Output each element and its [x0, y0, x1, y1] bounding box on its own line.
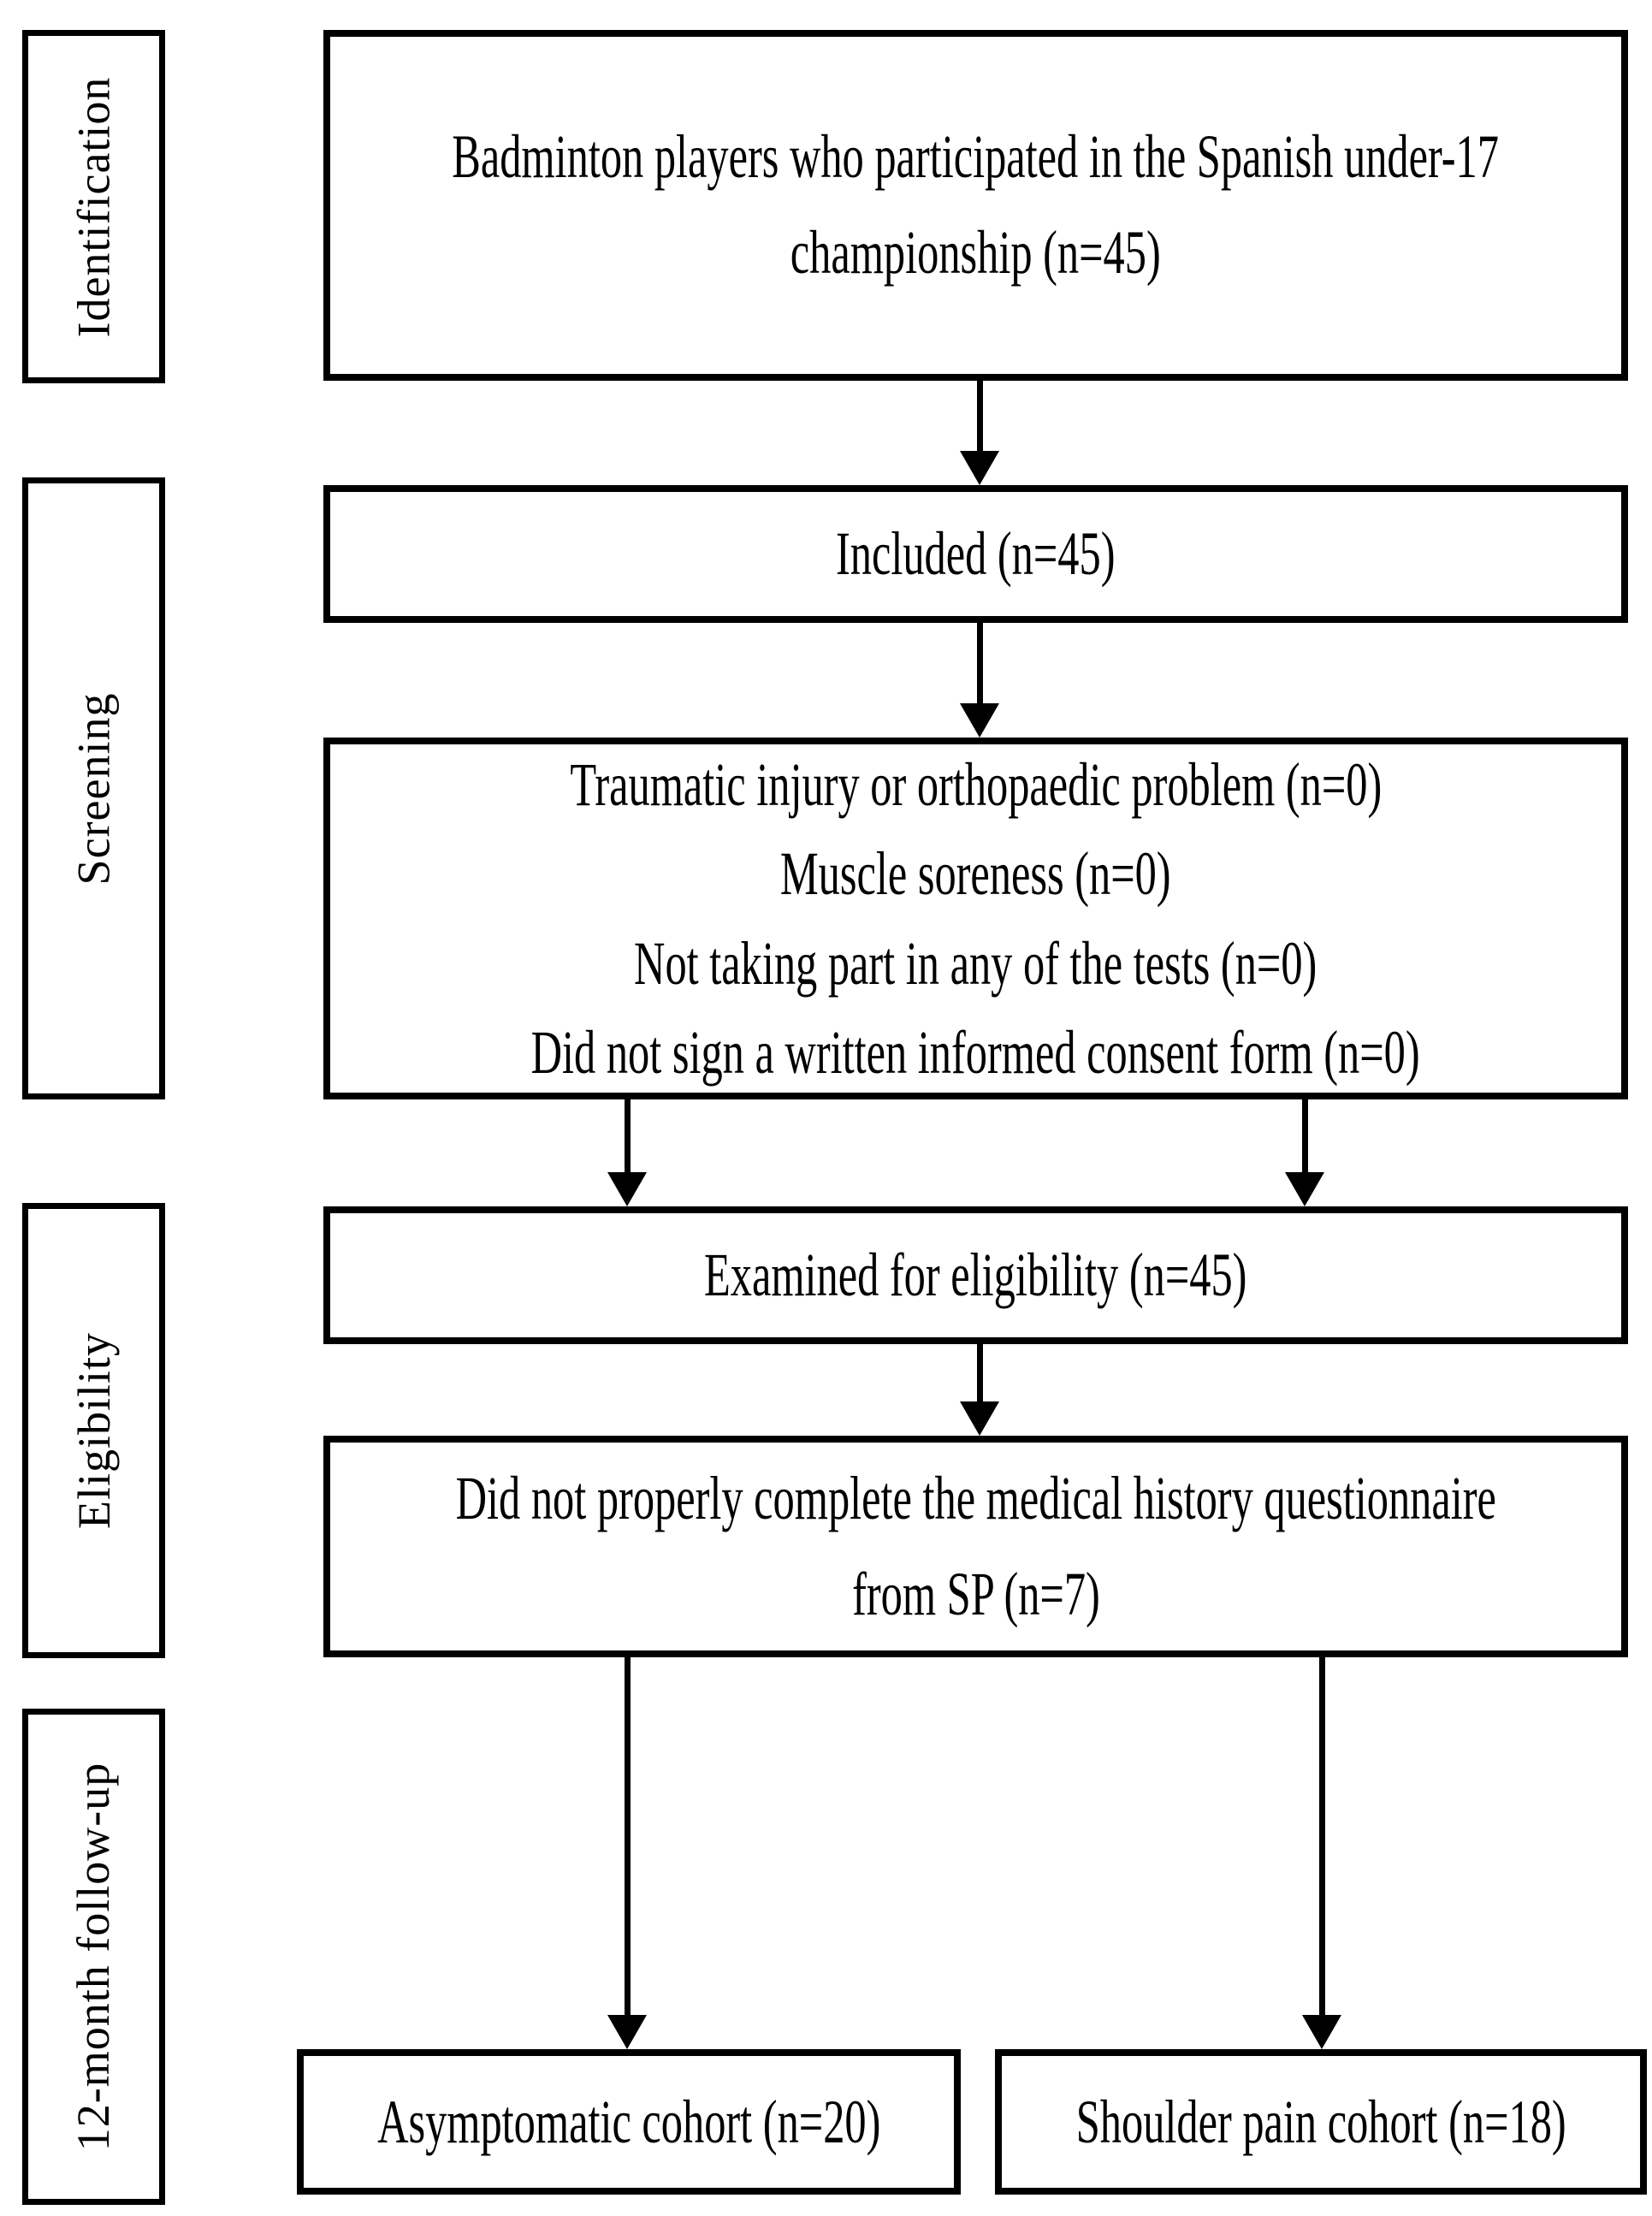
box-text-line: Did not sign a written informed consent … [530, 1017, 1420, 1087]
box-text-line: Examined for eligibility (n=45) [704, 1241, 1247, 1310]
arrow-down-icon [607, 2015, 647, 2049]
arrow-stem [976, 623, 983, 703]
arrow-to-asymptomatic-cohort [607, 1657, 647, 2049]
stage-label-text: 12-month follow-up [68, 1762, 120, 2152]
stage-label-screening: Screening [22, 477, 165, 1099]
box-shoulder-pain-cohort: Shoulder pain cohort (n=18) [995, 2049, 1647, 2195]
arrow-down-icon [960, 703, 999, 738]
box-included: Included (n=45) [323, 485, 1628, 623]
arrow-stem [976, 381, 983, 451]
stage-label-identification: Identification [22, 30, 165, 383]
arrow-stem [624, 1657, 631, 2015]
arrow-source-to-included [960, 381, 999, 485]
box-text-line: Did not properly complete the medical hi… [455, 1463, 1496, 1532]
arrow-included-to-screening [960, 623, 999, 738]
box-text-line: Included (n=45) [836, 519, 1116, 589]
box-identification-source: Badminton players who participated in th… [323, 30, 1628, 381]
box-examined-eligibility: Examined for eligibility (n=45) [323, 1206, 1628, 1344]
arrow-down-icon [1285, 1172, 1324, 1206]
box-text-line: from SP (n=7) [851, 1559, 1100, 1628]
box-text-line: Shoulder pain cohort (n=18) [1075, 2087, 1566, 2156]
arrow-down-icon [1302, 2015, 1341, 2049]
box-text-line: championship (n=45) [790, 218, 1161, 287]
arrow-stem [1301, 1099, 1308, 1172]
stage-label-eligibility: Eligibility [22, 1203, 165, 1658]
box-text-line: Traumatic injury or orthopaedic problem … [570, 750, 1382, 819]
stage-label-text: Identification [68, 76, 120, 337]
box-text-line: Muscle soreness (n=0) [780, 839, 1171, 909]
arrow-down-icon [960, 1401, 999, 1436]
box-questionnaire-exclusion: Did not properly complete the medical hi… [323, 1436, 1628, 1657]
arrow-stem [624, 1099, 631, 1172]
arrow-screening-to-examined-left [607, 1099, 647, 1206]
arrow-screening-to-examined-right [1285, 1099, 1324, 1206]
arrow-examined-to-questionnaire [960, 1344, 999, 1436]
arrow-stem [976, 1344, 983, 1401]
box-screening-exclusions: Traumatic injury or orthopaedic problem … [323, 738, 1628, 1099]
box-text-line: Badminton players who participated in th… [452, 122, 1500, 192]
arrow-down-icon [607, 1172, 647, 1206]
arrow-to-shoulder-pain-cohort [1302, 1657, 1341, 2049]
arrow-down-icon [960, 451, 999, 485]
box-text-line: Asymptomatic cohort (n=20) [376, 2087, 881, 2156]
box-asymptomatic-cohort: Asymptomatic cohort (n=20) [297, 2049, 961, 2195]
box-text-line: Not taking part in any of the tests (n=0… [634, 928, 1317, 998]
stage-label-text: Eligibility [68, 1331, 120, 1530]
stage-label-text: Screening [68, 692, 120, 885]
stage-label-followup: 12-month follow-up [22, 1709, 165, 2205]
arrow-stem [1318, 1657, 1325, 2015]
